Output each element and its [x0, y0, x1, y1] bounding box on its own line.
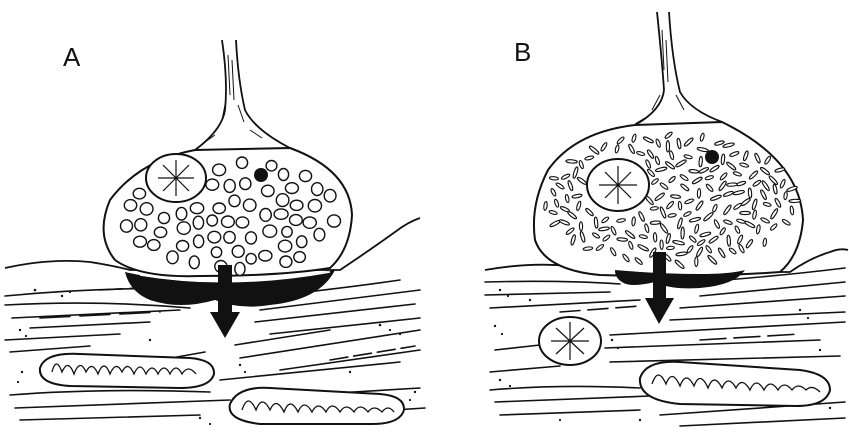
round-vesicle: [213, 164, 226, 176]
round-vesicle: [177, 241, 189, 252]
round-vesicle: [243, 199, 256, 211]
round-vesicle: [211, 247, 221, 258]
round-vesicle: [297, 236, 307, 248]
elongated-vesicle: [678, 201, 682, 210]
round-vesicle: [134, 236, 147, 247]
round-vesicle: [290, 200, 303, 210]
round-vesicle: [246, 232, 257, 244]
round-vesicle: [167, 251, 178, 264]
elongated-vesicle: [727, 183, 738, 187]
round-vesicle: [222, 216, 235, 227]
round-vesicle: [235, 262, 245, 275]
elongated-vesicle: [681, 227, 685, 239]
elongated-vesicle: [666, 141, 669, 153]
elongated-vesicle: [617, 237, 628, 241]
round-vesicle: [236, 217, 249, 228]
panel-a-axon: [195, 40, 290, 150]
panel-a-postsynaptic-mitochondrion-right: [230, 388, 404, 424]
round-vesicle: [246, 253, 256, 264]
round-vesicle: [274, 209, 288, 219]
elongated-vesicle: [699, 156, 703, 167]
elongated-vesicle: [666, 246, 674, 250]
elongated-vesicle: [632, 217, 636, 226]
elongated-vesicle: [697, 188, 701, 198]
round-vesicle: [207, 215, 218, 226]
round-vesicle: [303, 217, 316, 228]
round-vesicle: [154, 227, 166, 237]
round-vesicle: [193, 216, 203, 229]
panel-a: [5, 40, 425, 425]
round-vesicle: [328, 215, 341, 227]
panel-b-postsynaptic-mitochondrion-long: [640, 362, 830, 406]
panel-b-postsynaptic-mitochondrion-round: [539, 317, 601, 365]
elongated-vesicle: [653, 232, 657, 242]
round-vesicle: [121, 220, 133, 232]
round-vesicle: [294, 252, 306, 263]
round-vesicle: [232, 246, 244, 258]
round-vesicle: [194, 235, 204, 248]
round-vesicle: [208, 231, 221, 243]
elongated-vesicle: [660, 240, 664, 250]
elongated-vesicle: [549, 176, 558, 180]
round-vesicle: [276, 194, 289, 207]
round-vesicle: [206, 179, 219, 190]
round-vesicle: [314, 228, 325, 241]
panel-b-terminal-mitochondrion: [587, 159, 649, 211]
panel-a-terminal-mitochondrion: [146, 154, 206, 202]
round-vesicle: [158, 212, 169, 223]
round-vesicle: [133, 188, 145, 199]
round-vesicle: [224, 231, 235, 243]
round-vesicle: [282, 226, 292, 237]
elongated-vesicle: [740, 211, 751, 214]
panel-a-postsynaptic-mitochondrion-left: [40, 354, 214, 388]
round-vesicle: [308, 200, 321, 212]
round-vesicle: [140, 203, 153, 215]
round-vesicle: [285, 183, 298, 194]
round-vesicle: [324, 189, 336, 202]
round-vesicle: [148, 240, 160, 251]
panel-label-b: B: [514, 39, 531, 65]
round-vesicle: [135, 219, 147, 231]
round-vesicle: [213, 203, 225, 214]
round-vesicle: [278, 169, 288, 181]
round-vesicle: [259, 250, 272, 261]
elongated-vesicle: [748, 188, 752, 198]
panel-a-dense-core-vesicle: [254, 168, 268, 182]
round-vesicle: [278, 240, 291, 252]
round-vesicle: [260, 209, 271, 222]
elongated-vesicle: [789, 199, 801, 203]
elongated-vesicle: [579, 222, 582, 231]
round-vesicle: [240, 178, 251, 190]
elongated-vesicle: [650, 221, 661, 225]
round-vesicle: [263, 225, 277, 237]
round-vesicle: [189, 256, 199, 269]
round-vesicle: [266, 161, 277, 171]
round-vesicle: [299, 170, 311, 181]
round-vesicle: [229, 195, 240, 207]
round-vesicle: [290, 215, 303, 226]
elongated-vesicle: [689, 169, 699, 173]
panel-label-a: A: [63, 44, 80, 70]
panel-b-axon: [635, 12, 722, 125]
elongated-vesicle: [695, 257, 698, 266]
round-vesicle: [262, 185, 275, 196]
elongated-vesicle: [566, 159, 578, 163]
round-vesicle: [177, 222, 190, 235]
round-vesicle: [224, 179, 235, 192]
round-vesicle: [280, 256, 292, 267]
panel-b: [485, 12, 848, 426]
round-vesicle: [124, 200, 136, 211]
round-vesicle: [312, 183, 323, 196]
round-vesicle: [190, 203, 203, 214]
round-vesicle: [236, 157, 247, 168]
round-vesicle: [176, 207, 187, 220]
elongated-vesicle: [727, 235, 731, 246]
